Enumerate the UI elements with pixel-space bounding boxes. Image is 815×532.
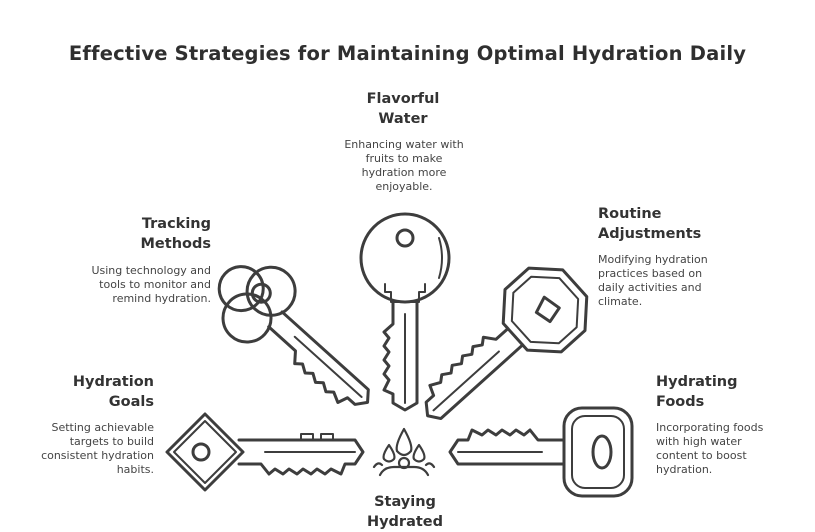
hydrating-foods-title-line2: Foods bbox=[656, 394, 705, 410]
desc-line: consistent hydration bbox=[41, 449, 154, 462]
routine-adjustments-title-line1: Routine bbox=[598, 206, 662, 222]
desc-line: tools to monitor and bbox=[99, 278, 211, 291]
flavorful-water-title: Flavorful Water bbox=[344, 89, 462, 129]
hydration-goals-title-line1: Hydration bbox=[72, 374, 154, 390]
desc-line: hydration. bbox=[656, 463, 713, 476]
desc-line: Enhancing water with bbox=[344, 138, 464, 151]
hydration-goals-title: Hydration Goals bbox=[40, 372, 154, 412]
center-label: Staying Hydrated bbox=[355, 492, 455, 532]
desc-line: fruits to make bbox=[365, 152, 443, 165]
key-icon bbox=[165, 412, 365, 492]
tracking-methods-title-line2: Methods bbox=[140, 236, 212, 252]
hydrating-foods-description: Incorporating foods with high water cont… bbox=[656, 421, 806, 477]
key-icon bbox=[217, 265, 370, 406]
desc-line: targets to build bbox=[69, 435, 154, 448]
desc-line: with high water bbox=[656, 435, 742, 448]
center-label-line2: Hydrated bbox=[366, 514, 444, 530]
water-drops-person-icon bbox=[372, 427, 436, 477]
tracking-methods-title: Tracking Methods bbox=[100, 214, 212, 254]
desc-line: habits. bbox=[116, 463, 154, 476]
routine-adjustments-title-line2: Adjustments bbox=[598, 226, 702, 242]
hydrating-foods-title-line1: Hydrating bbox=[656, 374, 738, 390]
tracking-methods-description: Using technology and tools to monitor an… bbox=[70, 264, 211, 306]
hydration-goals-title-line2: Goals bbox=[108, 394, 154, 410]
desc-line: climate. bbox=[598, 295, 643, 308]
desc-line: Using technology and bbox=[91, 264, 211, 277]
center-label-line1: Staying bbox=[374, 494, 436, 510]
hydration-goals-description: Setting achievable targets to build cons… bbox=[20, 421, 154, 477]
desc-line: hydration more bbox=[361, 166, 447, 179]
desc-line: Setting achievable bbox=[51, 421, 154, 434]
desc-line: Modifying hydration bbox=[598, 253, 708, 266]
desc-line: practices based on bbox=[598, 267, 703, 280]
routine-adjustments-title: Routine Adjustments bbox=[598, 204, 738, 244]
key-icon bbox=[448, 406, 634, 498]
desc-line: enjoyable. bbox=[375, 180, 433, 193]
key-icon bbox=[424, 266, 589, 421]
tracking-methods-title-line1: Tracking bbox=[141, 216, 211, 232]
key-icon bbox=[359, 212, 451, 412]
diagram-title: Effective Strategies for Maintaining Opt… bbox=[68, 42, 747, 65]
desc-line: daily activities and bbox=[598, 281, 702, 294]
desc-line: remind hydration. bbox=[112, 292, 211, 305]
flavorful-water-title-line1: Flavorful bbox=[366, 91, 440, 107]
routine-adjustments-description: Modifying hydration practices based on d… bbox=[598, 253, 748, 309]
hydrating-foods-title: Hydrating Foods bbox=[656, 372, 776, 412]
desc-line: content to boost bbox=[656, 449, 747, 462]
desc-line: Incorporating foods bbox=[656, 421, 764, 434]
flavorful-water-title-line2: Water bbox=[378, 111, 428, 127]
flavorful-water-description: Enhancing water with fruits to make hydr… bbox=[330, 138, 478, 194]
